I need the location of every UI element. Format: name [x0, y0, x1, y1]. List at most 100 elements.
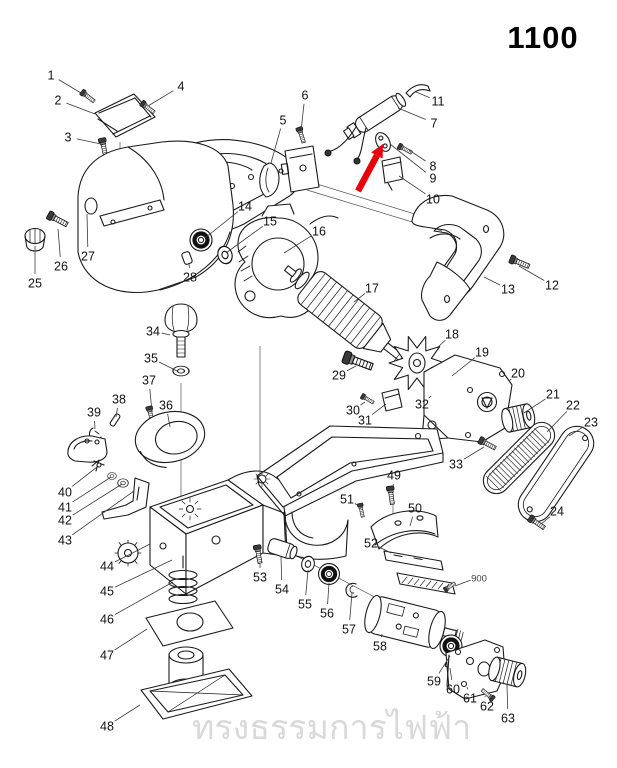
- part-21-pulley: [501, 403, 536, 433]
- leader-line-10: [398, 175, 426, 195]
- part-label-14: 14: [238, 200, 252, 214]
- part-label-50: 50: [408, 502, 422, 516]
- part-label-13: 13: [501, 283, 515, 297]
- part-50-chip-guide: [370, 510, 439, 550]
- part-label-55: 55: [298, 598, 312, 612]
- leader-line-23: [568, 426, 584, 437]
- part-label-46: 46: [100, 613, 114, 627]
- part-31-brush-holder: [381, 388, 403, 412]
- part-label-38: 38: [112, 393, 126, 407]
- part-label-29: 29: [332, 369, 346, 383]
- part-label-24: 24: [550, 505, 564, 519]
- leader-line-63: [506, 684, 509, 710]
- part-34-knob-bolt: [164, 303, 198, 358]
- leader-line-30: [360, 401, 366, 406]
- part-7-cord-boot: [343, 92, 407, 140]
- leader-line-29: [346, 365, 357, 372]
- part-58-drum: [364, 594, 464, 650]
- part-8-screw: [396, 142, 414, 156]
- part-label-41: 41: [58, 501, 72, 515]
- part-label-49: 49: [387, 469, 401, 483]
- part-label-43: 43: [58, 534, 72, 548]
- leader-line-4: [147, 90, 174, 107]
- part-46-spring: [168, 555, 198, 605]
- part-56-bearing: [316, 561, 342, 587]
- part-label-1: 1: [48, 69, 55, 83]
- leader-line-19: [451, 357, 476, 377]
- part-1-screw: [78, 88, 97, 105]
- part-40-lever: [91, 459, 105, 472]
- part-43-bracket: [101, 477, 150, 520]
- part-label-21: 21: [546, 388, 560, 402]
- front-grip-base: [67, 435, 108, 463]
- part-38-pin: [109, 413, 121, 427]
- part-16-field-stator: [234, 203, 339, 318]
- part-label-2: 2: [55, 94, 62, 108]
- part-label-40: 40: [58, 486, 72, 500]
- part-48-base: [140, 646, 253, 720]
- leader-line-61: [466, 686, 469, 690]
- leader-line-20: [508, 378, 512, 382]
- part-20-gear-housing: [421, 354, 513, 443]
- leader-line-22: [546, 411, 568, 433]
- part-label-63: 63: [501, 712, 515, 726]
- part-61-bearing-plate: [445, 639, 506, 700]
- leader-line-42: [72, 483, 123, 516]
- leader-line-43: [72, 490, 135, 536]
- part-52-blade-holder: [383, 550, 456, 595]
- leader-line-58: [381, 633, 383, 638]
- leader-line-55: [305, 569, 309, 596]
- part-label-16: 16: [312, 225, 326, 239]
- part-label-8: 8: [430, 160, 437, 174]
- part-54-sleeve: [267, 538, 298, 560]
- leader-line-16: [283, 235, 312, 254]
- part-label-33: 33: [449, 458, 463, 472]
- leader-line-7: [397, 107, 426, 120]
- part-label-900: 900: [471, 574, 487, 585]
- part-label-59: 59: [427, 675, 441, 689]
- part-13-handle: [411, 194, 505, 321]
- part-label-54: 54: [275, 583, 289, 597]
- part-label-23: 23: [584, 416, 598, 430]
- part-49-screw: [385, 485, 397, 506]
- part-label-45: 45: [100, 585, 114, 599]
- leader-line-40: [71, 466, 98, 487]
- leader-line-51: [354, 503, 362, 508]
- part-47-plate: [145, 600, 234, 647]
- leader-line-8: [408, 149, 426, 162]
- part-26-screw: [45, 210, 70, 230]
- part-label-5: 5: [280, 114, 287, 128]
- part-label-25: 25: [28, 277, 42, 291]
- part-label-36: 36: [159, 399, 173, 413]
- part-label-18: 18: [445, 328, 459, 342]
- leader-line-15: [225, 225, 263, 254]
- part-label-56: 56: [320, 607, 334, 621]
- rear-sole-plate: [227, 425, 444, 560]
- leader-line-26: [57, 228, 61, 258]
- part-51-screw: [356, 502, 366, 518]
- front-shoe-block: [149, 479, 287, 595]
- leader-line-56: [327, 582, 330, 605]
- part-label-7: 7: [431, 117, 438, 131]
- part-44-knob: [114, 539, 142, 567]
- leader-line-900: [454, 579, 471, 587]
- red-arrow-shaft: [355, 153, 380, 193]
- leader-line-37: [149, 388, 153, 413]
- leader-line-1: [58, 79, 87, 97]
- part-label-6: 6: [302, 89, 309, 103]
- model-number-title: 1100: [507, 20, 579, 55]
- leader-line-3: [76, 138, 102, 145]
- part-label-47: 47: [100, 649, 114, 663]
- leader-line-59: [438, 655, 451, 674]
- part-label-51: 51: [340, 493, 354, 507]
- part-label-39: 39: [87, 406, 101, 420]
- leader-line-2: [66, 102, 96, 115]
- part-14-bearing: [190, 229, 212, 251]
- part-label-42: 42: [58, 514, 72, 528]
- leader-line-5: [270, 128, 281, 164]
- part-label-57: 57: [342, 623, 356, 637]
- part-label-11: 11: [432, 95, 445, 109]
- leader-line-21: [523, 398, 546, 414]
